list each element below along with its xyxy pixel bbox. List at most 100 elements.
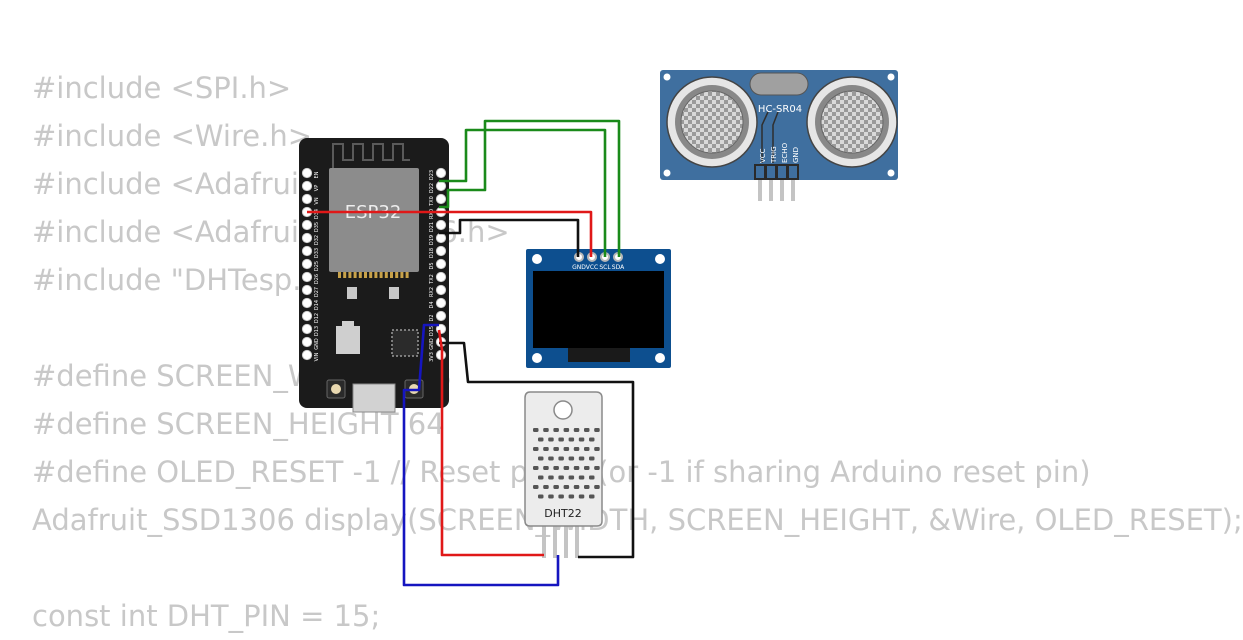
hc-sr04-label: HC-SR04 (758, 104, 802, 115)
wire-sda-d21[interactable] (439, 119, 621, 257)
esp32-pin-label: D22 (429, 183, 435, 193)
esp32-pin-label: RX0 (429, 209, 435, 219)
esp32-pin[interactable] (301, 271, 313, 283)
oled-pin-vcc: VCC (586, 264, 598, 271)
wire-data-dht22[interactable] (402, 323, 560, 587)
esp32-pin[interactable] (301, 232, 313, 244)
oled-pin-labels: GND VCC SCL SDA (572, 264, 625, 271)
esp32-pin-label: D13 (314, 326, 320, 336)
esp32-left-header[interactable] (301, 167, 313, 361)
esp32-pin-label: D18 (429, 248, 435, 258)
oled-display[interactable]: GND VCC SCL SDA (526, 249, 671, 368)
esp32-pin[interactable] (435, 310, 447, 322)
esp32-usb-chip (391, 329, 419, 357)
dht22-label: DHT22 (544, 507, 581, 520)
esp32-pin[interactable] (435, 180, 447, 192)
esp32-pin[interactable] (301, 336, 313, 348)
esp32-pin-label: VN (314, 197, 320, 204)
wire-vcc-3v3[interactable] (307, 210, 593, 257)
esp32-pin-label: RX2 (429, 287, 435, 297)
esp32-pin[interactable] (435, 167, 447, 179)
wire-vcc-dht22[interactable] (437, 329, 544, 557)
esp32-pin-label: D19 (429, 235, 435, 245)
esp32-pin[interactable] (301, 297, 313, 309)
esp32-pin[interactable] (301, 349, 313, 361)
hc-sr04-pin-gnd: GND (792, 147, 800, 163)
hc-sr04-pin-header[interactable] (754, 164, 799, 180)
esp32-pin-label: D2 (429, 314, 435, 321)
esp32-module-castellations (338, 272, 409, 278)
esp32-pin-label: GND (314, 338, 320, 350)
esp32-pin[interactable] (301, 323, 313, 335)
code-line: #include <SPI.h> (32, 71, 292, 105)
esp32-boot-button[interactable] (326, 379, 346, 399)
esp32-pin-label: EN (314, 171, 320, 178)
esp32-pin-label: D14 (314, 300, 320, 310)
hc-sr04-pin-vcc: VCC (759, 148, 767, 163)
code-line: #include <Wire.h> (32, 119, 313, 153)
oled-pin-sda: SDA (612, 264, 625, 271)
dht22-mount-hole (553, 400, 573, 420)
esp32-pin-label: D35 (314, 222, 320, 232)
wires (307, 119, 635, 587)
esp32-pin-label: VP (314, 185, 320, 191)
esp32-pin-label: D15 (429, 326, 435, 336)
esp32-pin[interactable] (301, 245, 313, 257)
wire-scl-d22[interactable] (439, 128, 607, 257)
hc-sr04-transducer-left (666, 76, 758, 168)
esp32-pin-label: D33 (314, 248, 320, 258)
wire-gnd-dht22[interactable] (439, 341, 635, 559)
esp32-pin[interactable] (435, 284, 447, 296)
esp32-right-header[interactable] (435, 167, 447, 361)
esp32-pin-label: D27 (314, 287, 320, 297)
esp32-pin[interactable] (301, 284, 313, 296)
oled-pin-gnd: GND (572, 264, 586, 271)
esp32-pin-label: D32 (314, 235, 320, 245)
hc-sr04-pin-labels: VCC TRIG ECHO GND (759, 142, 800, 164)
esp32-pin[interactable] (301, 167, 313, 179)
code-line: #define SCREEN_HEIGHT 64 (32, 407, 445, 441)
code-line: Adafruit_SSD1306 display(SCREEN_WIDTH, S… (32, 503, 1243, 537)
esp32-pin[interactable] (301, 193, 313, 205)
esp32-pin[interactable] (301, 219, 313, 231)
esp32-right-pin-labels: 3V3GNDD15D2D4RX2TX2D5D18D19D21RX0TX0D22D… (429, 170, 435, 362)
circuit-diagram: HC-SR04 VCC TRIG ECHO GND DHT22 (299, 70, 898, 587)
esp32-board[interactable]: ESP32 VINGNDD13D12D14D27D26D25D33D32D35D… (299, 138, 449, 413)
esp32-pin[interactable] (435, 219, 447, 231)
esp32-pin[interactable] (435, 232, 447, 244)
esp32-pin-label: VIN (314, 352, 320, 361)
esp32-pin[interactable] (435, 258, 447, 270)
esp32-pin-label: D26 (314, 274, 320, 284)
code-line: #define OLED_RESET -1 // Reset pin # (or… (32, 455, 1091, 489)
esp32-pin-label: D12 (314, 313, 320, 323)
wire-gnd-oled[interactable] (439, 218, 580, 257)
esp32-pin-label: D21 (429, 222, 435, 232)
oled-pin-scl: SCL (599, 264, 611, 271)
esp32-antenna (332, 143, 410, 168)
dht22-sensor[interactable]: DHT22 (524, 391, 603, 558)
hc-sr04-crystal (749, 72, 809, 96)
esp32-pin[interactable] (301, 310, 313, 322)
esp32-pin-label: D23 (429, 170, 435, 180)
esp32-pin-label: GND (429, 338, 435, 350)
esp32-pin[interactable] (435, 271, 447, 283)
esp32-left-pin-labels: VIN GND D13 D12 D14 D27 D26 D25 D33 D32 D35 D34 VN VP… (314, 171, 320, 361)
esp32-pin[interactable] (435, 297, 447, 309)
code-line: const int DHT_PIN = 15; (32, 599, 381, 633)
hc-sr04-sensor[interactable]: HC-SR04 VCC TRIG ECHO GND (660, 70, 898, 201)
hc-sr04-transducer-right (806, 76, 898, 168)
esp32-pin[interactable] (435, 193, 447, 205)
esp32-pin-label: D4 (429, 301, 435, 308)
oled-screen (533, 271, 664, 348)
hc-sr04-legs (758, 175, 795, 201)
dht22-legs (542, 522, 579, 558)
esp32-module (329, 168, 419, 272)
esp32-pin-label: TX0 (429, 196, 435, 207)
hc-sr04-pin-echo: ECHO (781, 142, 789, 163)
esp32-pin-label: D34 (314, 209, 320, 219)
esp32-pin[interactable] (435, 245, 447, 257)
esp32-pin[interactable] (301, 258, 313, 270)
esp32-pin[interactable] (301, 180, 313, 192)
esp32-usb-port[interactable] (352, 383, 396, 413)
esp32-pin-label: D25 (314, 261, 320, 271)
